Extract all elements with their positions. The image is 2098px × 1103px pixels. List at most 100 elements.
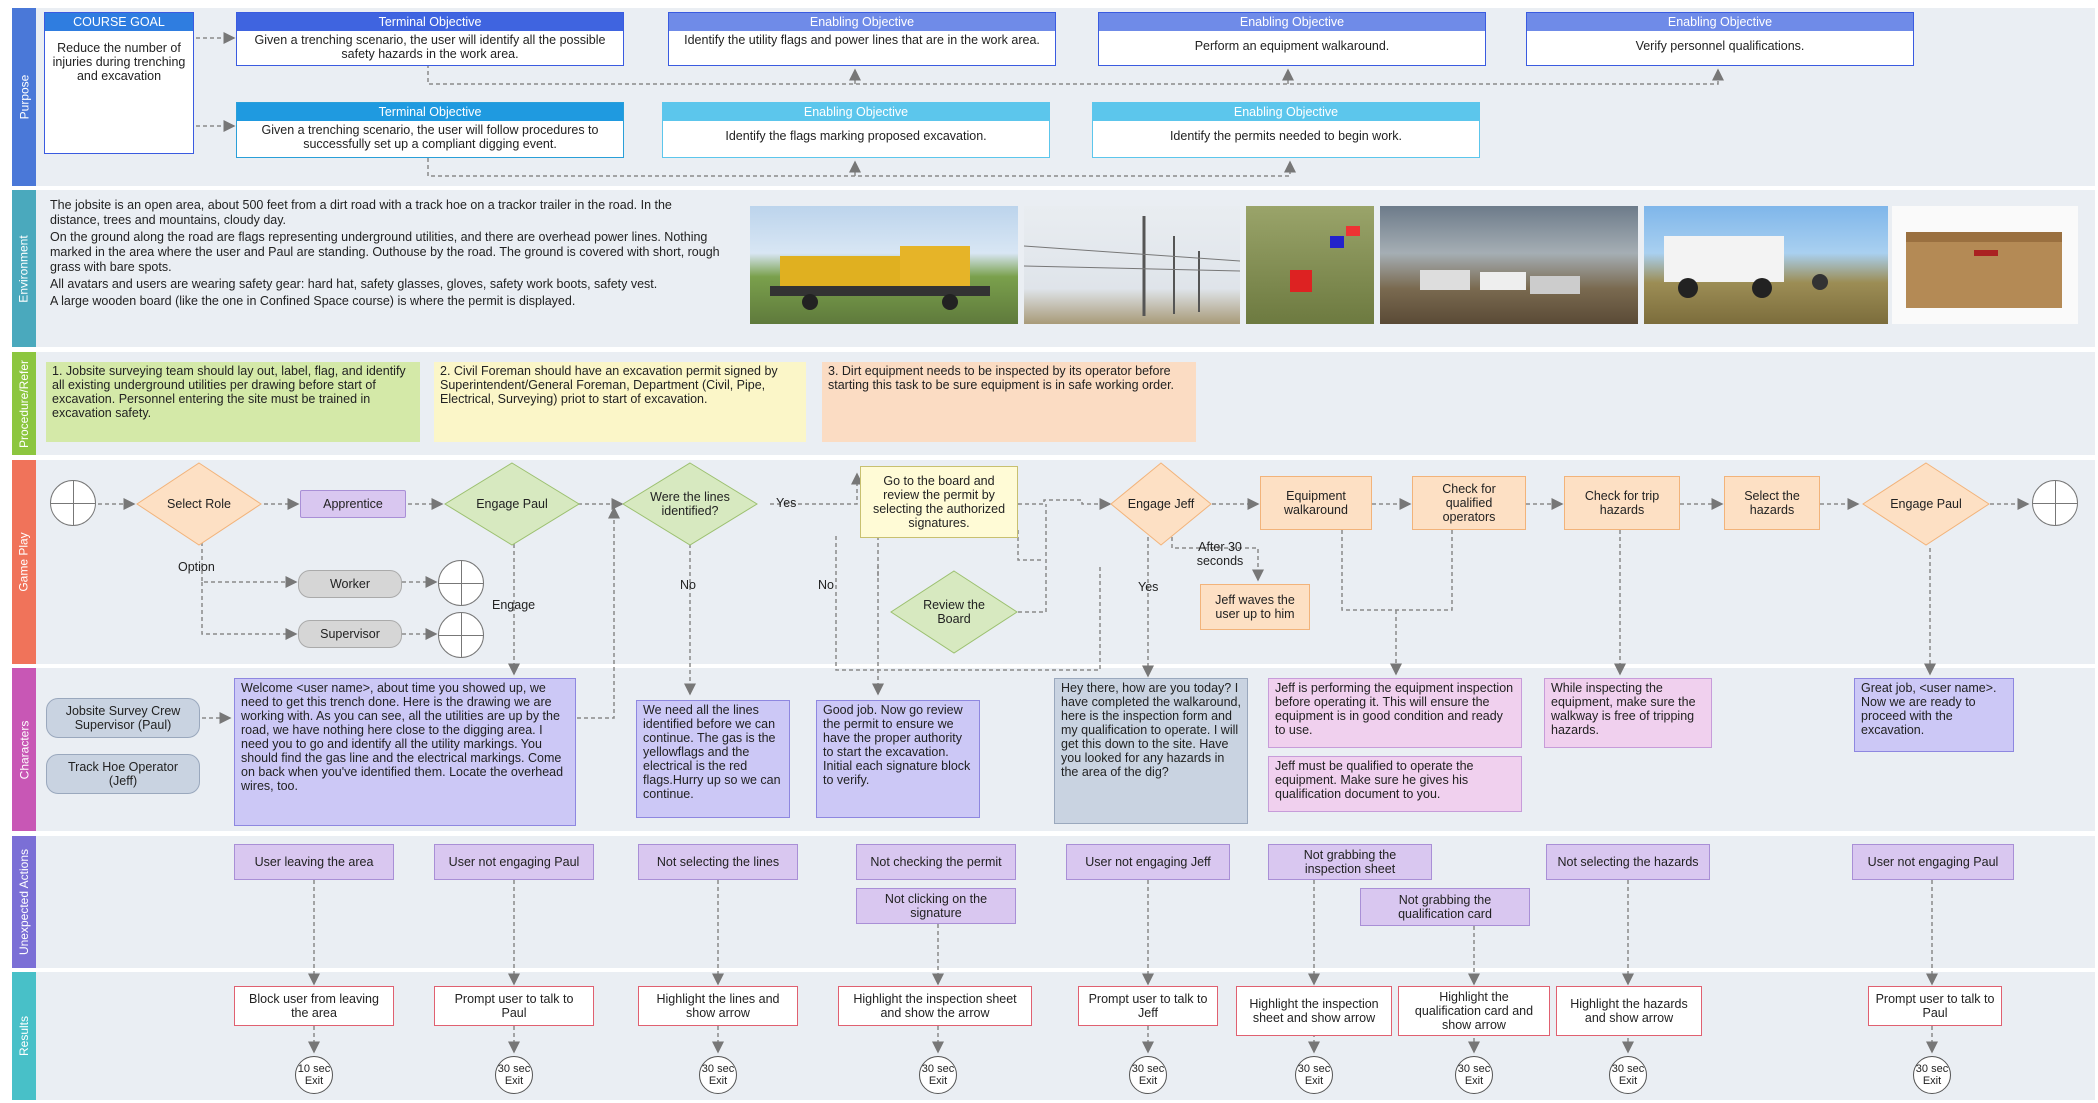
lines-identified-decision: Were the lines identified?: [622, 462, 758, 546]
no-label: No: [818, 578, 834, 592]
enabling-objective-5: Enabling Objective Identify the permits …: [1092, 102, 1480, 158]
check-trip-hazards-box[interactable]: Check for trip hazards: [1564, 476, 1680, 530]
objective-text: Verify personnel qualifications.: [1635, 39, 1805, 53]
no-label: No: [680, 578, 696, 592]
exit-node: 30 sec Exit: [1455, 1056, 1493, 1094]
result-box: Highlight the inspection sheet and show …: [838, 986, 1032, 1026]
need-lines-dialogue: We need all the lines identified before …: [636, 700, 790, 818]
procedure-1: 1. Jobsite surveying team should lay out…: [46, 362, 420, 442]
apprentice-box[interactable]: Apprentice: [300, 490, 406, 518]
enabling-objective-3: Enabling Objective Verify personnel qual…: [1526, 12, 1914, 66]
result-box: Highlight the lines and show arrow: [638, 986, 798, 1026]
objective-text: Identify the flags marking proposed exca…: [725, 129, 987, 143]
go-to-board-box[interactable]: Go to the board and review the permit by…: [860, 466, 1018, 538]
paul-character: Jobsite Survey Crew Supervisor (Paul): [46, 698, 200, 738]
result-box: Prompt user to talk to Paul: [434, 986, 594, 1026]
jeff-inspection-note: Jeff is performing the equipment inspect…: [1268, 678, 1522, 748]
unexpected-action: User not engaging Paul: [1852, 844, 2014, 880]
yes-label: Yes: [1138, 580, 1159, 594]
engage-label: Engage: [492, 598, 536, 612]
gameplay-band-label: Game Play: [12, 460, 36, 664]
select-role-label: Select Role: [167, 497, 231, 511]
unexpected-band-label: Unexpected Actions: [12, 836, 36, 968]
trucks-photo: [1380, 206, 1638, 324]
track-hoe-photo: [750, 206, 1018, 324]
after-30-label: After 30 seconds: [1196, 540, 1244, 568]
course-goal-title: COURSE GOAL: [45, 13, 193, 31]
walkway-note: While inspecting the equipment, make sur…: [1544, 678, 1712, 748]
pickup-truck-photo: [1644, 206, 1888, 324]
equipment-walkaround-box[interactable]: Equipment walkaround: [1260, 476, 1372, 530]
unexpected-action: User not engaging Jeff: [1066, 844, 1230, 880]
supervisor-box[interactable]: Supervisor: [298, 620, 402, 648]
course-goal-box: COURSE GOAL Reduce the number of injurie…: [44, 12, 194, 154]
terminal-objective-2: Terminal Objective Given a trenching sce…: [236, 102, 624, 158]
jeff-character: Track Hoe Operator (Jeff): [46, 754, 200, 794]
objective-header: Enabling Objective: [1093, 103, 1479, 121]
result-box: Prompt user to talk to Paul: [1868, 986, 2002, 1026]
objective-text: Given a trenching scenario, the user wil…: [254, 33, 606, 61]
result-box: Block user from leaving the area: [234, 986, 394, 1026]
option-label: Option: [178, 560, 215, 574]
job-box-photo: [1892, 206, 2078, 324]
unexpected-action: Not clicking on the signature: [856, 888, 1016, 924]
objective-text: Perform an equipment walkaround.: [1194, 39, 1390, 53]
enabling-objective-4: Enabling Objective Identify the flags ma…: [662, 102, 1050, 158]
exit-node: 30 sec Exit: [699, 1056, 737, 1094]
engage-paul-node[interactable]: Engage Paul: [444, 462, 580, 546]
exit-node: 30 sec Exit: [1609, 1056, 1647, 1094]
unexpected-action: Not selecting the lines: [638, 844, 798, 880]
unexpected-action: Not grabbing the inspection sheet: [1268, 844, 1432, 880]
objective-text: Identify the utility flags and power lin…: [684, 33, 1040, 47]
procedure-2: 2. Civil Foreman should have an excavati…: [434, 362, 806, 442]
exit-node: 30 sec Exit: [1295, 1056, 1333, 1094]
select-role-decision[interactable]: Select Role: [136, 462, 262, 546]
environment-paragraph: A large wooden board (like the one in Co…: [50, 294, 576, 308]
objective-header: Terminal Objective: [237, 13, 623, 31]
hey-there-dialogue: Hey there, how are you today? I have com…: [1054, 678, 1248, 824]
environment-paragraph: All avatars and users are wearing safety…: [50, 277, 658, 291]
power-lines-photo: [1024, 206, 1240, 324]
environment-paragraph: On the ground along the road are flags r…: [50, 230, 720, 274]
review-board-label: Review the Board: [923, 598, 985, 626]
engage-paul-end-node[interactable]: Engage Paul: [1862, 462, 1990, 546]
purpose-band-label: Purpose: [12, 8, 36, 186]
course-goal-text: Reduce the number of injuries during tre…: [52, 41, 186, 83]
worker-end-node: [438, 560, 484, 606]
terminal-objective-1: Terminal Objective Given a trenching sce…: [236, 12, 624, 66]
procedure-band-label: Procedure/Refer: [12, 352, 36, 455]
enabling-objective-1: Enabling Objective Identify the utility …: [668, 12, 1056, 66]
start-node: [50, 480, 96, 526]
environment-band-label: Environment: [12, 190, 36, 347]
engage-paul-label: Engage Paul: [476, 497, 548, 511]
review-board-decision[interactable]: Review the Board: [890, 570, 1018, 654]
unexpected-action: User not engaging Paul: [434, 844, 594, 880]
result-box: Highlight the hazards and show arrow: [1556, 986, 1702, 1036]
objective-header: Enabling Objective: [669, 13, 1055, 31]
lines-identified-label: Were the lines identified?: [650, 490, 730, 518]
end-node: [2032, 480, 2078, 526]
check-qualified-box[interactable]: Check for qualified operators: [1412, 476, 1526, 530]
objective-text: Given a trenching scenario, the user wil…: [261, 123, 599, 151]
unexpected-action: Not selecting the hazards: [1546, 844, 1710, 880]
objective-header: Terminal Objective: [237, 103, 623, 121]
engage-jeff-node[interactable]: Engage Jeff: [1110, 462, 1212, 546]
select-hazards-box[interactable]: Select the hazards: [1724, 476, 1820, 530]
exit-node: 10 sec Exit: [295, 1056, 333, 1094]
enabling-objective-2: Enabling Objective Perform an equipment …: [1098, 12, 1486, 66]
exit-node: 30 sec Exit: [1913, 1056, 1951, 1094]
objective-header: Enabling Objective: [663, 103, 1049, 121]
procedure-3: 3. Dirt equipment needs to be inspected …: [822, 362, 1196, 442]
worker-box[interactable]: Worker: [298, 570, 402, 598]
characters-band-label: Characters: [12, 668, 36, 831]
environment-description: The jobsite is an open area, about 500 f…: [50, 198, 720, 309]
result-box: Highlight the qualification card and sho…: [1398, 986, 1550, 1036]
objective-text: Identify the permits needed to begin wor…: [1169, 129, 1403, 143]
jeff-waves-box: Jeff waves the user up to him: [1200, 584, 1310, 630]
environment-paragraph: The jobsite is an open area, about 500 f…: [50, 198, 672, 227]
engage-paul-end-label: Engage Paul: [1890, 497, 1962, 511]
results-band-label: Results: [12, 972, 36, 1100]
utility-flags-photo: [1246, 206, 1374, 324]
result-box: Highlight the inspection sheet and show …: [1236, 986, 1392, 1036]
good-job-dialogue: Good job. Now go review the permit to en…: [816, 700, 980, 818]
